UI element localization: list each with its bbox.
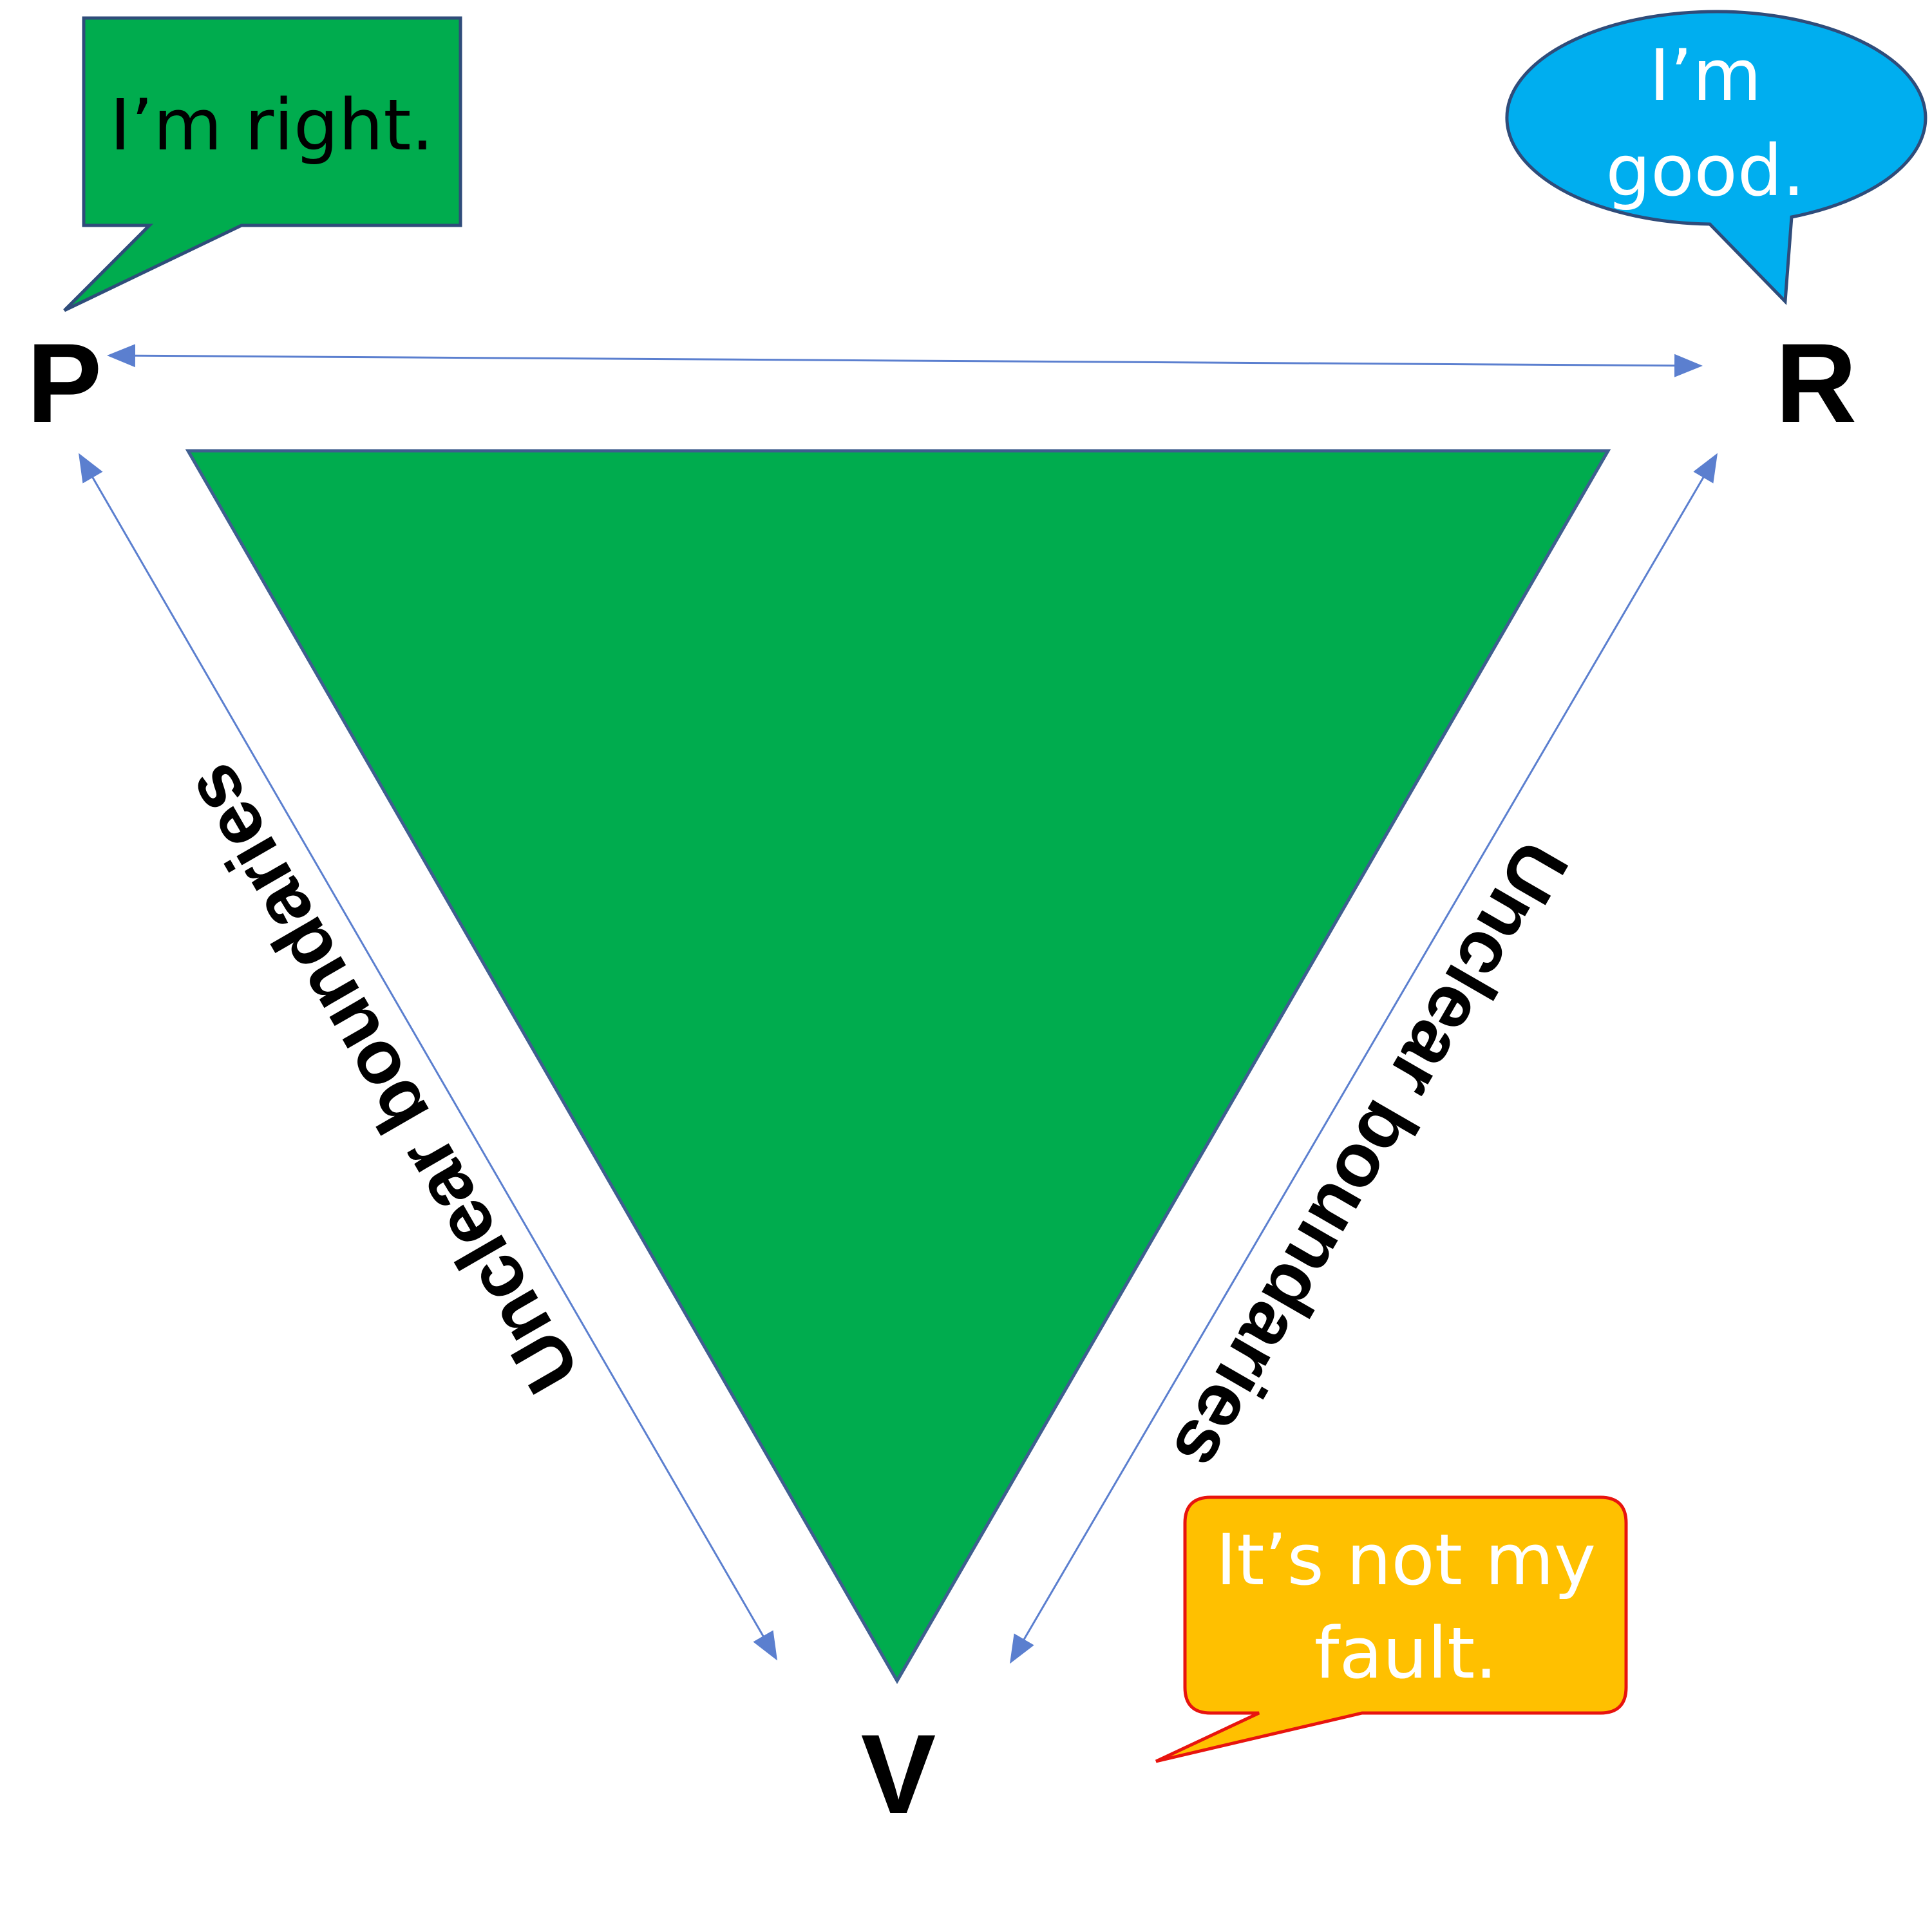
speech-bubble-victim: It’s not my fault. (1155, 1495, 1628, 1763)
speech-bubble-persecutor-shape (63, 16, 462, 312)
speech-bubble-persecutor: I’m right. (63, 16, 462, 312)
speech-bubble-rescuer: I’m good. (1505, 10, 1927, 305)
speech-bubble-victim-shape (1155, 1495, 1628, 1763)
vertex-label-persecutor: P (27, 321, 102, 446)
arrow-p-r (107, 344, 1703, 377)
speech-bubble-rescuer-line1: I’m (1649, 34, 1762, 117)
speech-bubble-rescuer-line2: good. (1605, 129, 1804, 212)
vertex-label-rescuer: R (1776, 321, 1857, 446)
speech-bubble-persecutor-text: I’m right. (110, 84, 434, 166)
arrow-p-v (78, 453, 778, 1661)
vertex-label-victim: V (861, 1712, 936, 1837)
speech-bubble-victim-line2: fault. (1314, 1612, 1498, 1694)
arrow-r-v (1009, 453, 1718, 1664)
speech-bubble-rescuer-shape (1505, 10, 1927, 305)
speech-bubble-victim-line1: It’s not my (1216, 1519, 1596, 1601)
